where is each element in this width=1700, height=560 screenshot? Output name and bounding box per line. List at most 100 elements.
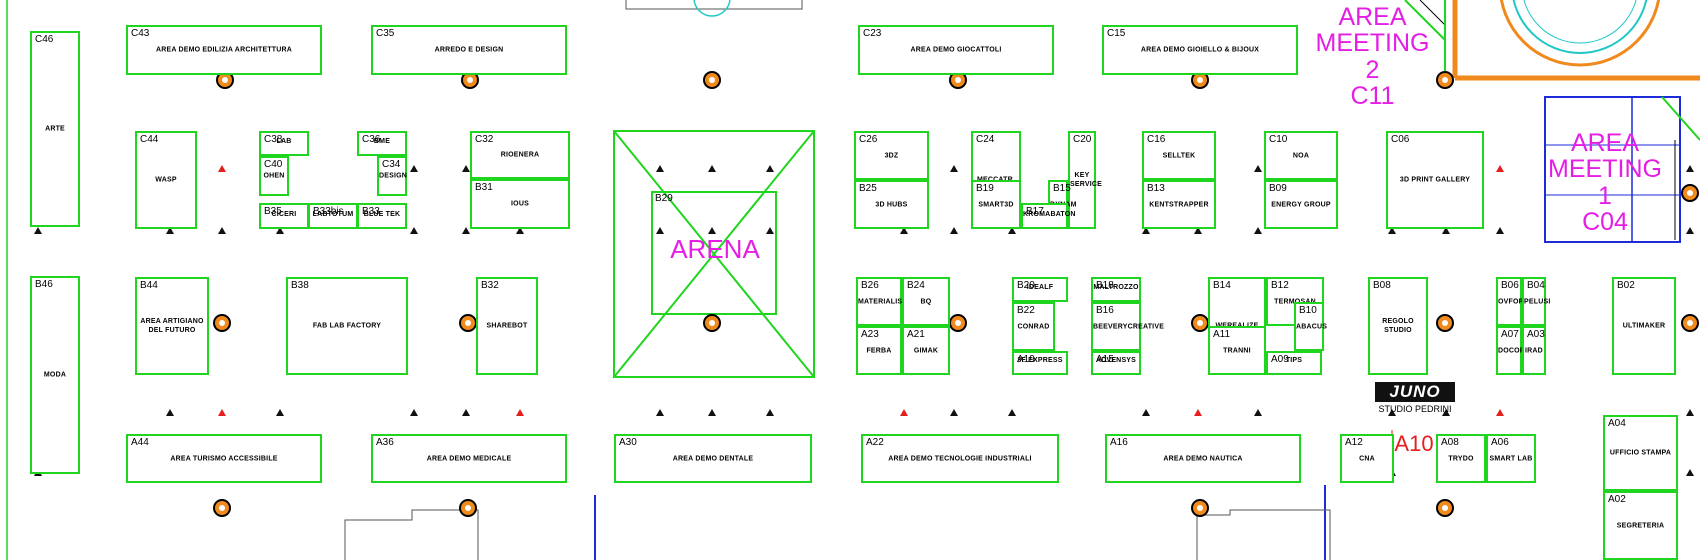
booth-name: TIPS (1285, 357, 1303, 364)
booth-name: AREA DEMO GIOCATTOLI (910, 46, 1002, 54)
booth-code: A02 (1608, 494, 1626, 505)
exit-icon (1254, 227, 1262, 234)
column-core-icon (1442, 505, 1448, 511)
booth-b29[interactable]: B29 (652, 192, 776, 314)
booth-code: B17 (1026, 206, 1044, 217)
exit-icon (462, 409, 470, 416)
booth-name: AREA DEMO MEDICALE (426, 455, 512, 462)
exit-icon (516, 227, 524, 234)
column-core-icon (467, 77, 473, 83)
meeting-1-line-1: AREA (1570, 129, 1640, 157)
meeting-2-line-1: AREA (1338, 3, 1407, 31)
booth-name: NOA (1292, 152, 1310, 159)
booth-code: B24 (907, 280, 925, 291)
booth-code: B09 (1269, 183, 1287, 194)
booth-name: SELLTEK (1162, 152, 1196, 159)
booth-name: REGOLO STUDIO (1382, 318, 1414, 334)
column-core-icon (709, 77, 715, 83)
booth-code: A36 (376, 437, 394, 448)
meeting-1-line-2: MEETING 1 (1548, 155, 1662, 210)
booth-name: IOUS (511, 200, 529, 208)
exit-icon (1686, 409, 1694, 416)
booth-name: ARREDO E DESIGN (434, 46, 504, 54)
booth-code: C32 (475, 134, 494, 145)
booth-code: C44 (140, 134, 159, 145)
booth-name: ADVENSYS (1095, 357, 1137, 364)
exit-icon (1388, 227, 1396, 234)
meeting-2-label: AREA MEETING 2 C11 (1310, 4, 1435, 109)
column-core-icon (465, 505, 471, 511)
booth-code: A08 (1441, 437, 1459, 448)
column-core-icon (1687, 320, 1693, 326)
booth-code: B04 (1527, 280, 1545, 291)
exit-icon (656, 409, 664, 416)
booth-name: FERBA (866, 347, 892, 354)
hydrant-icon (516, 409, 524, 416)
booth-name: 3D PRINT GALLERY (1399, 176, 1471, 184)
booth-name: UFFICIO STAMPA (1609, 449, 1672, 457)
exit-icon (1194, 227, 1202, 234)
a10-label: A10 (1394, 431, 1434, 456)
booth-name: TRANNI (1223, 347, 1251, 354)
exit-icon (1254, 409, 1262, 416)
